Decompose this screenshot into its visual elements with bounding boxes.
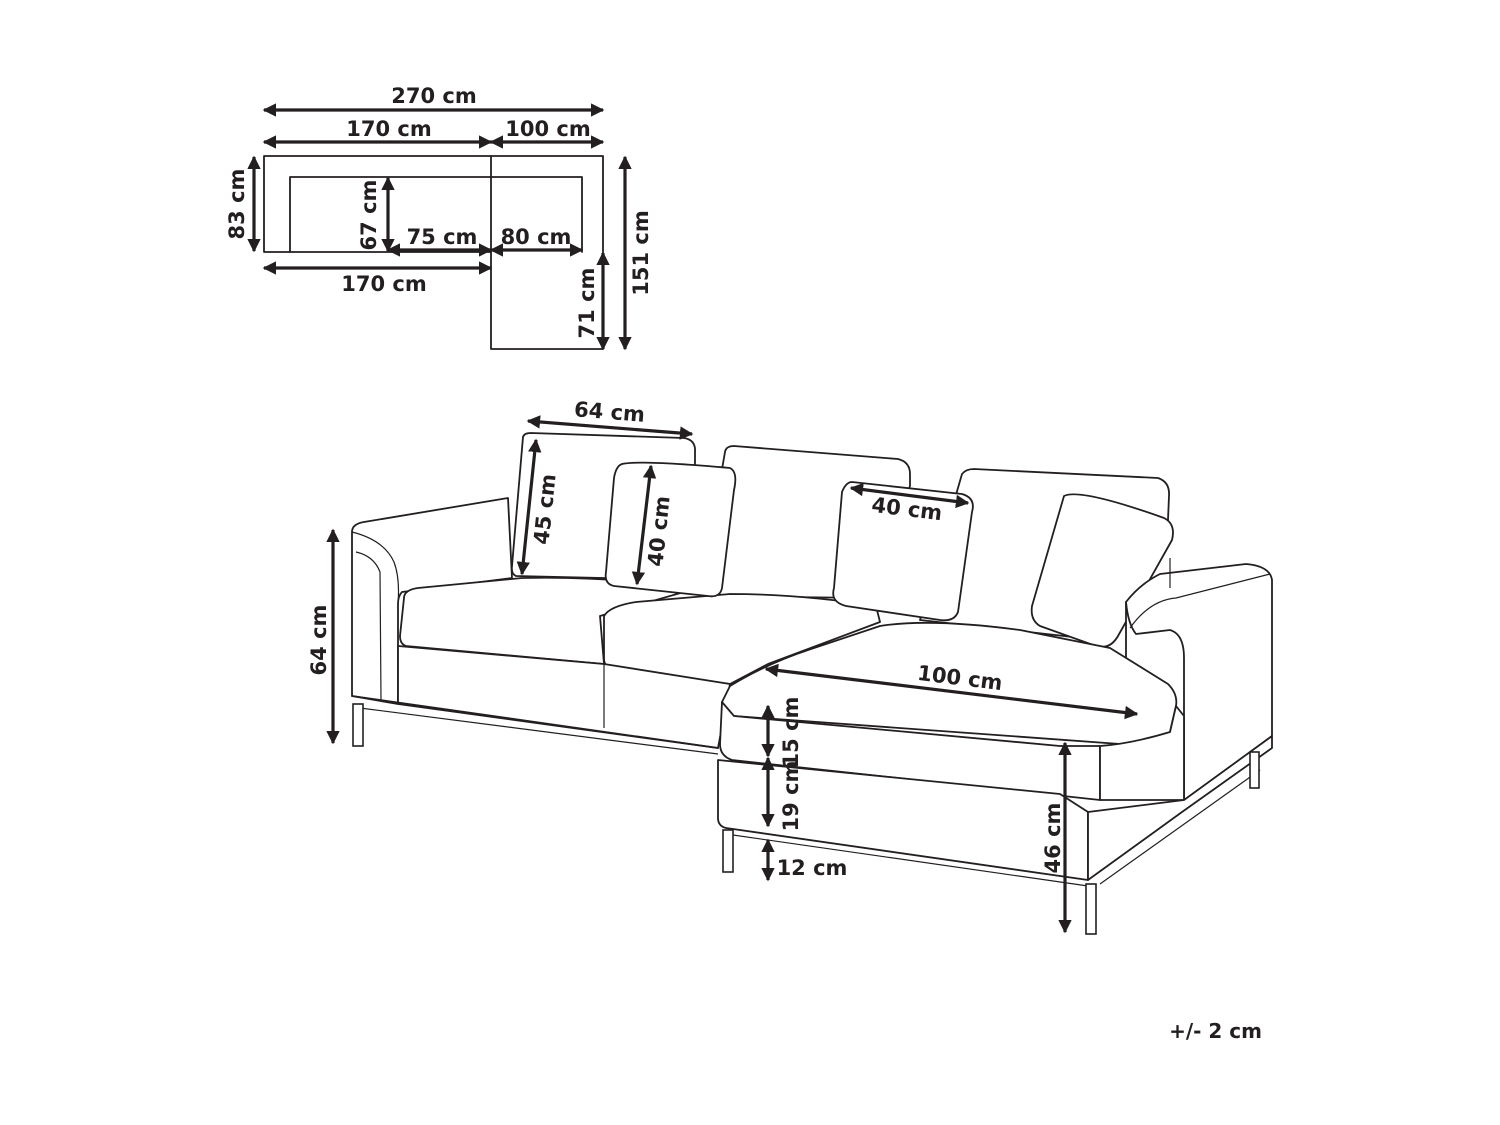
top-view-plan: 270 cm 170 cm 100 cm 83 cm 67 cm 75 cm 8… bbox=[225, 84, 653, 351]
label-main-width-top: 170 cm bbox=[346, 117, 431, 141]
base-rail-chaise bbox=[725, 833, 1089, 887]
base-bottom-edge-main bbox=[351, 695, 719, 749]
label-main-depth: 83 cm bbox=[225, 169, 249, 240]
dim-arrow-pillow-width bbox=[849, 482, 970, 509]
label-total-width: 270 cm bbox=[391, 84, 476, 108]
leg-front-left bbox=[352, 703, 364, 747]
tolerance-note: +/- 2 cm bbox=[1169, 1019, 1262, 1043]
label-seat-depth: 67 cm bbox=[357, 180, 381, 251]
chaise-base-side bbox=[1087, 735, 1273, 881]
label-chaise-depth: 151 cm bbox=[629, 210, 653, 295]
right-arm-top-roll bbox=[1129, 573, 1271, 629]
label-seat-width-right: 80 cm bbox=[501, 225, 572, 249]
label-chaise-width-top: 100 cm bbox=[505, 117, 590, 141]
left-arm-roll bbox=[351, 531, 400, 605]
label-chaise-extension: 71 cm bbox=[575, 268, 599, 339]
leg-chaise-front-left bbox=[722, 829, 734, 873]
plan-seat-outline bbox=[289, 176, 583, 253]
pillow-right bbox=[1030, 493, 1174, 648]
sofa-drawing: 64 cm 45 cm 40 cm 40 cm 64 cm 100 cm 15 … bbox=[307, 397, 1273, 935]
chaise-cushion-side bbox=[1099, 705, 1185, 801]
base-rail-chaise-side bbox=[1099, 769, 1261, 885]
pillow-middle bbox=[832, 481, 974, 622]
plan-outline bbox=[263, 155, 604, 350]
label-base-height: 19 cm bbox=[779, 761, 803, 832]
base-rail-main bbox=[359, 707, 719, 755]
leg-back-right bbox=[1249, 751, 1260, 789]
leg-chaise-front-right bbox=[1085, 883, 1097, 935]
label-seat-height: 46 cm bbox=[1041, 803, 1065, 874]
label-cushion-thickness: 15 cm bbox=[779, 697, 803, 768]
dim-arrow-back-cushion-width bbox=[526, 415, 694, 440]
left-arm-roll-inner bbox=[355, 551, 382, 701]
label-seat-width-left: 75 cm bbox=[407, 225, 478, 249]
label-main-width-bottom: 170 cm bbox=[341, 272, 426, 296]
chaise-cushion-front bbox=[719, 701, 1101, 801]
label-total-height: 64 cm bbox=[307, 605, 331, 676]
label-leg-height: 12 cm bbox=[777, 856, 848, 880]
dim-arrow-chaise-width bbox=[764, 663, 1139, 720]
label-back-cushion-width: 64 cm bbox=[573, 397, 646, 426]
dim-arrow-pillow-height bbox=[631, 464, 657, 586]
dim-arrow-back-cushion-height bbox=[516, 438, 542, 576]
